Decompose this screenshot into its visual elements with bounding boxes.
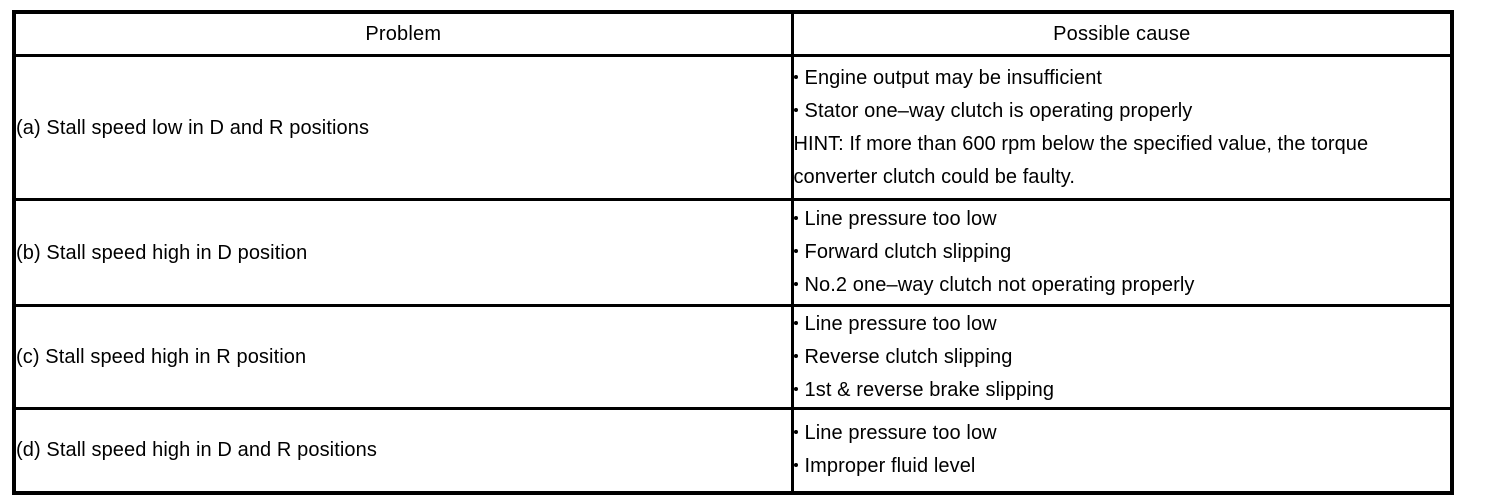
cause-bullet-label: Reverse clutch slipping [804,345,1013,368]
problem-cell: (b) Stall speed high in D position [12,198,794,307]
cause-bullet-label: Forward clutch slipping [804,241,1012,263]
cause-bullet-item: Line pressure too low [793,417,1451,450]
column-header-problem-label: Problem [365,23,442,45]
cause-bullet-item: Reverse clutch slipping [793,341,1451,374]
table-row: (a) Stall speed low in D and R positions… [12,54,1454,201]
problem-cell: (c) Stall speed high in R position [12,304,794,410]
table-body: (a) Stall speed low in D and R positions… [12,54,1454,494]
cause-bullet-label: Engine output may be insufficient [804,66,1103,89]
table-header-row: Problem Possible cause [12,10,1454,57]
bullet-point-icon [793,353,798,358]
cause-bullet-label: Line pressure too low [804,312,997,335]
table-row: (d) Stall speed high in D and R position… [12,407,1454,494]
cause-hint-line: HINT: If more than 600 rpm below the spe… [793,132,1369,155]
cause-bullet-item: Forward clutch slipping [793,236,1451,269]
column-header-possible-cause: Possible cause [790,10,1454,57]
bullet-point-icon [793,320,798,325]
table-header: Problem Possible cause [12,10,1454,57]
cause-bullet-label: Line pressure too low [804,208,997,230]
cause-bullet-label: Stator one–way clutch is operating prope… [804,99,1193,122]
cause-bullet-item: Improper fluid level [793,450,1451,483]
cause-bullet-label: Line pressure too low [804,422,997,445]
bullet-point-icon [793,74,798,79]
bullet-point-icon [793,463,798,468]
bullet-point-icon [793,216,798,220]
cause-hint-line: converter clutch could be faulty. [793,165,1075,188]
problem-text: (b) Stall speed high in D position [16,241,308,264]
bullet-point-icon [793,386,798,391]
bullet-point-icon [793,249,798,253]
cause-bullet-item: 1st & reverse brake slipping [793,374,1451,407]
cause-bullet-item: Stator one–way clutch is operating prope… [793,95,1451,128]
cause-bullet-label: Improper fluid level [804,455,976,478]
table-row: (c) Stall speed high in R position Line p… [12,304,1454,410]
column-header-problem: Problem [12,10,794,57]
problem-text: (d) Stall speed high in D and R position… [16,439,377,462]
bullet-point-icon [793,107,798,112]
problem-text: (c) Stall speed high in R position [16,346,307,368]
cause-bullet-item: No.2 one–way clutch not operating proper… [793,269,1451,302]
cause-bullet-item: Engine output may be insufficient [793,62,1451,95]
problem-text: (a) Stall speed low in D and R positions [16,116,370,139]
bullet-point-icon [793,430,798,435]
table-row: (b) Stall speed high in D position Line p… [12,198,1454,307]
cause-bullet-label: 1st & reverse brake slipping [804,378,1055,401]
troubleshooting-table-container: Problem Possible cause (a) Stall speed l… [12,10,1454,495]
cause-bullet-label: No.2 one–way clutch not operating proper… [804,274,1195,296]
bullet-point-icon [793,282,798,286]
cause-bullet-item: Line pressure too low [793,203,1451,236]
problem-cell: (d) Stall speed high in D and R position… [12,407,794,494]
troubleshooting-table: Problem Possible cause (a) Stall speed l… [12,10,1454,495]
problem-cell: (a) Stall speed low in D and R positions [12,54,794,201]
column-header-possible-cause-label: Possible cause [1053,23,1191,45]
cause-bullet-item: Line pressure too low [793,308,1451,341]
